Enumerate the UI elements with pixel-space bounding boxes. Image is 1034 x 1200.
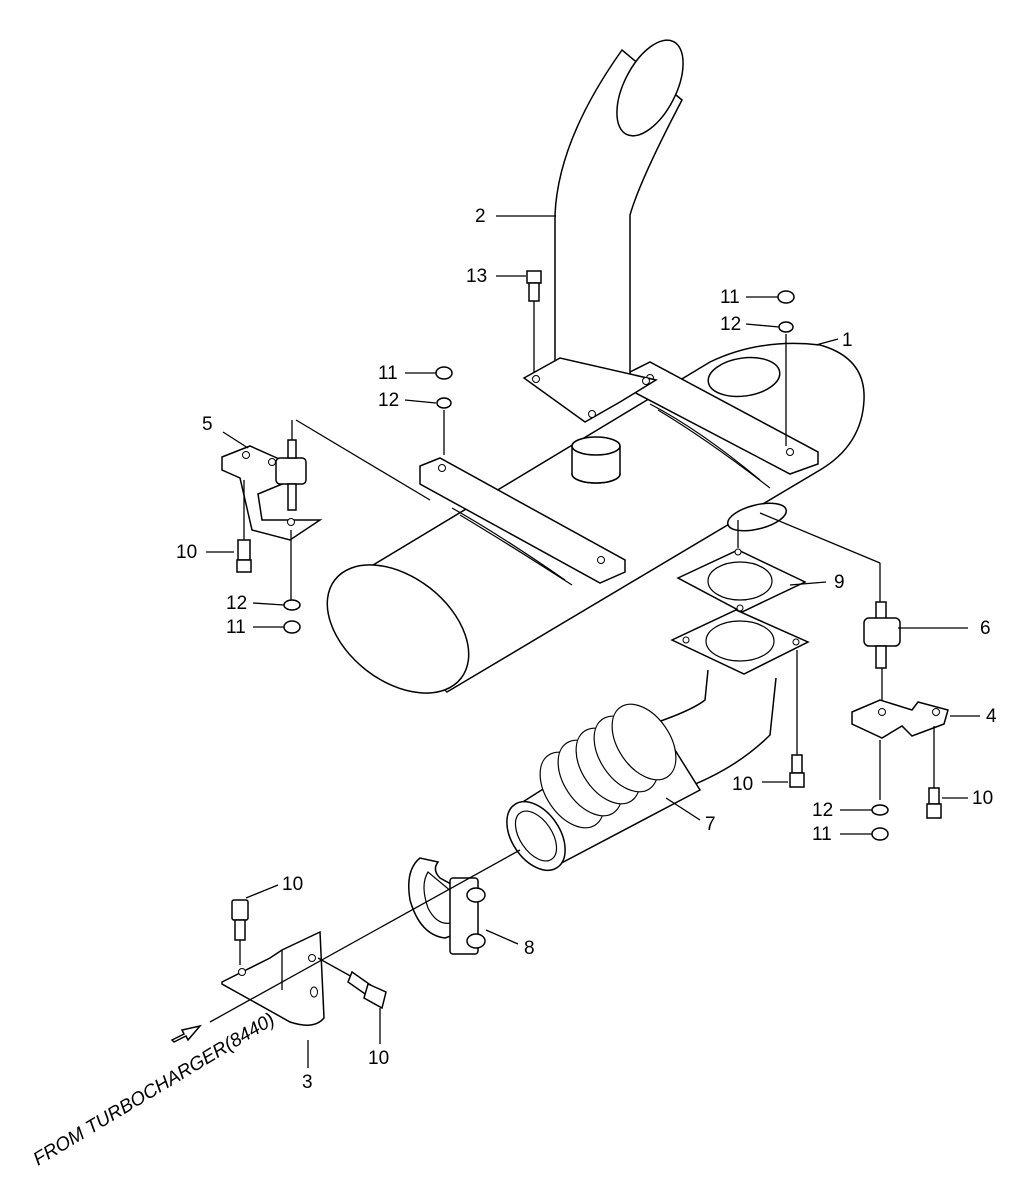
centerline-inlet [209, 849, 521, 1023]
callout-11-bracket5: 11 [226, 617, 246, 638]
flex-pipe-7 [506, 609, 810, 871]
turbocharger-note: FROM TURBOCHARGER(8440) [30, 1009, 279, 1170]
callout-7: 7 [705, 814, 716, 835]
callout-11-bracket4: 11 [812, 824, 832, 845]
clamp-8 [408, 857, 486, 955]
callout-13: 13 [466, 266, 487, 287]
callout-10-bracket3-top: 10 [282, 874, 303, 895]
callout-3: 3 [302, 1072, 313, 1093]
bracket-3 [221, 899, 387, 1026]
leader-bracket5-to-muffler [295, 419, 431, 501]
callout-11-strap-front: 11 [378, 363, 398, 384]
callout-10-flange: 10 [732, 774, 753, 795]
callout-12-bracket4: 12 [812, 800, 833, 821]
callout-10-bracket4: 10 [972, 788, 993, 809]
callout-labels: 1 2 3 4 5 6 7 8 9 10 10 10 10 10 11 11 1… [176, 206, 997, 1093]
callout-12-bracket5: 12 [226, 593, 247, 614]
gasket-9 [676, 520, 807, 613]
exhaust-stack-pipe [522, 39, 684, 423]
hardware-11-12-top-right [777, 290, 795, 446]
callout-2: 2 [475, 206, 486, 227]
callout-5: 5 [202, 414, 213, 435]
callout-6: 6 [980, 618, 991, 639]
hardware-11-12-top-left [435, 366, 453, 455]
mount-6 [759, 512, 901, 669]
callout-8: 8 [524, 938, 535, 959]
flow-arrow [170, 1024, 203, 1043]
callout-1: 1 [842, 330, 853, 351]
callout-10-bracket3-side: 10 [368, 1048, 389, 1069]
bolt-13 [526, 270, 542, 372]
callout-12-strap-front: 12 [378, 390, 399, 411]
bracket-5 [221, 420, 323, 634]
front-mounting-strap [419, 457, 626, 586]
callout-12-strap-rear: 12 [720, 314, 741, 335]
corrugated-section [517, 703, 702, 870]
callout-11-strap-rear: 11 [720, 287, 740, 308]
callout-9: 9 [834, 572, 845, 593]
callout-10-bracket5: 10 [176, 542, 197, 563]
bolt-10-flange [789, 650, 805, 788]
leader-lines [206, 215, 980, 1068]
bracket-4 [851, 668, 949, 841]
callout-4: 4 [986, 706, 997, 727]
